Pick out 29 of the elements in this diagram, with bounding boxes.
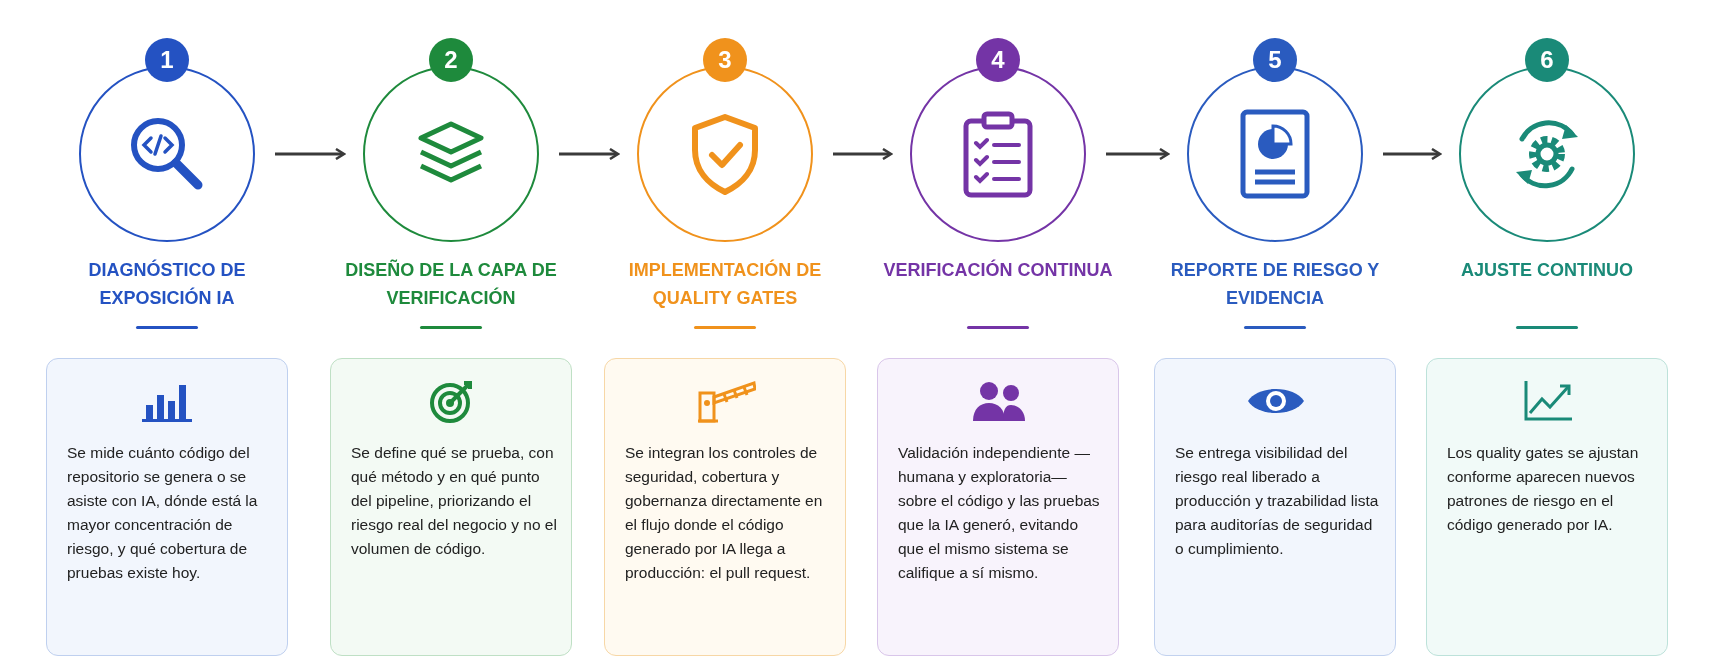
- description-card: [1154, 358, 1396, 656]
- arrow: [559, 147, 620, 161]
- step-title: IMPLEMENTACIÓN DE QUALITY GATES: [627, 258, 823, 310]
- arrow: [275, 147, 346, 161]
- description-text: Se entrega visibilidad del riesgo real liberado a producción y trazabilidad lista para auditorías de seguridad o cumplimiento.: [1175, 443, 1380, 559]
- step-number-badge: 2: [429, 38, 473, 82]
- step-title: REPORTE DE RIESGO Y EVIDENCIA: [1169, 259, 1381, 310]
- description-card: [330, 358, 572, 656]
- step-title: DIAGNÓSTICO DE EXPOSICIÓN IA: [87, 258, 247, 310]
- step-number-badge: 1: [145, 38, 189, 82]
- description-text: Validación independiente —humana y exploratoria— sobre el código y las pruebas que la IA generó, evitando que el mismo sistema se califique a sí mismo.: [898, 443, 1101, 583]
- step-number-badge: 5: [1253, 38, 1297, 82]
- arrow: [1383, 147, 1442, 161]
- step-number-badge: 4: [976, 38, 1020, 82]
- arrow: [833, 147, 893, 161]
- description-card: [877, 358, 1119, 656]
- step-number-badge: 3: [703, 38, 747, 82]
- description-text: Se integran los controles de seguridad, cobertura y gobernanza directamente en el flujo donde el código generado por IA llega a producción: el pull request.: [625, 443, 824, 583]
- step-title: VERIFICACIÓN CONTINUA: [882, 258, 1114, 282]
- description-text: Se define qué se prueba, con qué método y en qué punto del pipeline, priorizando el riesgo real del negocio y no el volumen de código.: [351, 443, 557, 559]
- description-text: Se mide cuánto código del repositorio se genera o se asiste con IA, dónde está la mayor concentración de riesgo, y qué cobertura de pruebas existe hoy.: [67, 443, 259, 583]
- description-card: [604, 358, 846, 656]
- step-number-badge: 6: [1525, 38, 1569, 82]
- step-title: AJUSTE CONTINUO: [1460, 259, 1634, 282]
- arrow: [1106, 147, 1170, 161]
- description-card: [46, 358, 288, 656]
- description-text: Los quality gates se ajustan conforme aparecen nuevos patrones de riesgo en el código generado por IA.: [1447, 443, 1640, 535]
- step-title: DISEÑO DE LA CAPA DE VERIFICACIÓN: [344, 258, 558, 310]
- description-card: [1426, 358, 1668, 656]
